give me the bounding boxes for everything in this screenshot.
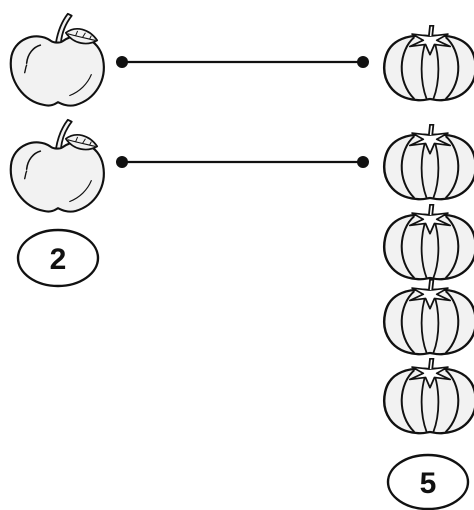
tomato-icon [383,357,474,435]
tomato-count-badge: 5 [386,453,470,510]
tomato-column [383,24,474,435]
line-end-dot[interactable] [357,56,369,68]
matching-line[interactable] [116,156,369,168]
tomato-icon [383,203,474,281]
tomato-count-label: 5 [420,467,437,500]
apple-count-label: 2 [50,243,67,276]
tomato-icon [383,123,474,201]
line-start-dot[interactable] [116,56,128,68]
line-start-dot[interactable] [116,156,128,168]
tomato-icon [383,278,474,356]
line-end-dot[interactable] [357,156,369,168]
apple-icon [9,12,105,107]
apple-count-badge: 2 [16,228,100,288]
apple-column [9,12,105,213]
matching-line[interactable] [116,56,369,68]
tomato-icon [383,24,474,102]
apple-icon [9,118,105,213]
